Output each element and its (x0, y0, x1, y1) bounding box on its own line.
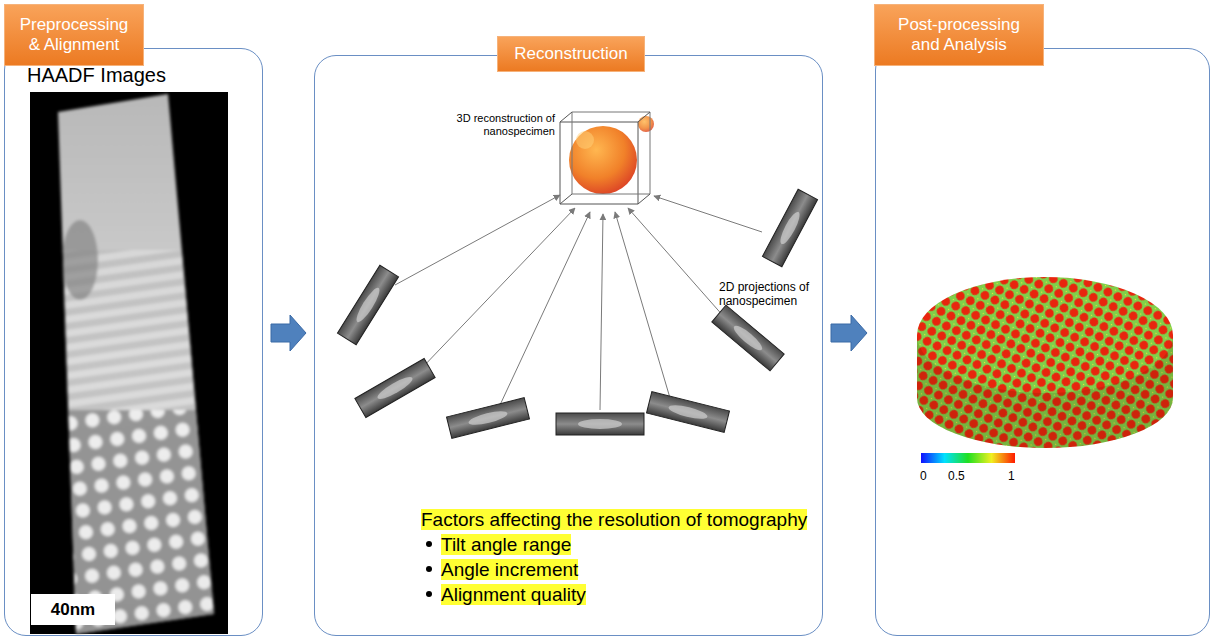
header-text: Preprocessing & Alignment (13, 15, 135, 55)
text-label: 2D projections of nanospecimen (719, 280, 809, 308)
stage-panel: 00.51 (875, 48, 1210, 636)
text-holder: Tilt angle range (441, 533, 801, 556)
color-bar (921, 453, 1015, 463)
text-holder: Factors affecting the resolution of tomo… (421, 508, 821, 531)
scale-bar: 40nm (31, 594, 115, 625)
text-label: 0 (920, 469, 927, 483)
stage-header: Preprocessing & Alignment (4, 4, 144, 66)
header-text: Reconstruction (506, 44, 636, 64)
projection-slabs (337, 189, 817, 438)
text-holder: 3D reconstruction of nanospecimen (455, 112, 555, 138)
text-holder: HAADF Images (27, 63, 227, 87)
text-label: 40nm (51, 600, 95, 620)
haadf-image (30, 92, 230, 640)
text-holder: 0.5 (948, 469, 978, 483)
bullet-text: Angle increment (441, 559, 578, 580)
text-holder: 1 (1008, 469, 1022, 483)
bullet-dot (426, 591, 432, 597)
bullet-text: Tilt angle range (441, 534, 571, 555)
stage-panel: HAADF Images 40nm (4, 48, 263, 636)
text-label: HAADF Images (27, 64, 166, 86)
bullet-text: Alignment quality (441, 584, 586, 605)
text-label: 1 (1008, 469, 1015, 483)
header-text: Post-processing and Analysis (883, 15, 1035, 55)
text-label: 0.5 (948, 469, 965, 483)
highlight-text: Factors affecting the resolution of tomo… (421, 509, 807, 530)
stage-header: Reconstruction (497, 36, 645, 72)
text-holder: 2D projections of nanospecimen (719, 280, 817, 308)
text-holder: Angle increment (441, 558, 801, 581)
block-arrow (271, 315, 306, 351)
bullet-dot (426, 566, 432, 572)
analysis-disc (917, 277, 1173, 448)
bullet-dot (426, 541, 432, 547)
block-arrow (831, 315, 867, 351)
stage-panel: 3D reconstruction of nanospecimen 2D proj… (314, 55, 823, 636)
text-holder: Alignment quality (441, 583, 801, 606)
reconstruction-cube (560, 112, 654, 204)
stage-header: Post-processing and Analysis (874, 4, 1044, 66)
text-holder: 0 (920, 469, 940, 483)
text-label: 3D reconstruction of nanospecimen (457, 112, 555, 137)
projection-arrows (395, 195, 762, 410)
